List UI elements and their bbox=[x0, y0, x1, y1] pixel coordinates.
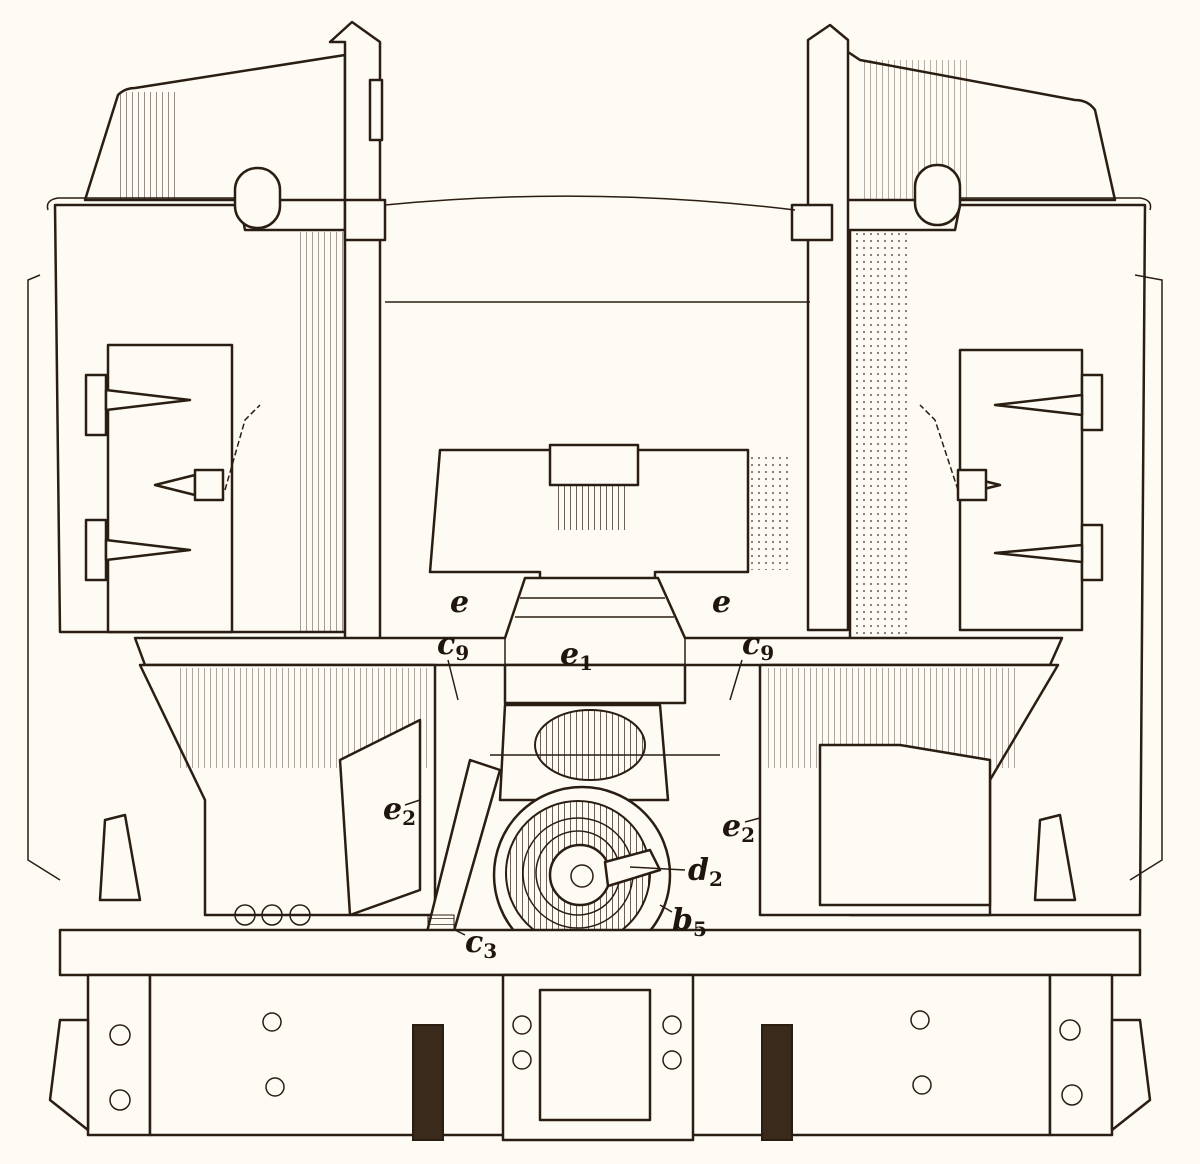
label-e2-left: e2 bbox=[383, 792, 417, 830]
label-e-left: e bbox=[450, 585, 470, 620]
label-b5: b5 bbox=[672, 903, 707, 941]
label-e2-right: e2 bbox=[722, 809, 756, 847]
label-c9-right: c9 bbox=[742, 627, 775, 665]
label-c3: c3 bbox=[465, 925, 498, 963]
label-d2: d2 bbox=[688, 853, 723, 891]
drum-assembly bbox=[423, 703, 720, 965]
left-housing bbox=[27, 20, 387, 881]
hopper bbox=[428, 443, 788, 582]
label-e-right: e bbox=[712, 585, 732, 620]
label-e1: e1 bbox=[560, 637, 594, 675]
platform bbox=[133, 576, 1064, 917]
base-beam bbox=[48, 813, 1152, 1142]
leader-lines bbox=[404, 659, 761, 936]
label-c9-left: c9 bbox=[437, 627, 470, 665]
